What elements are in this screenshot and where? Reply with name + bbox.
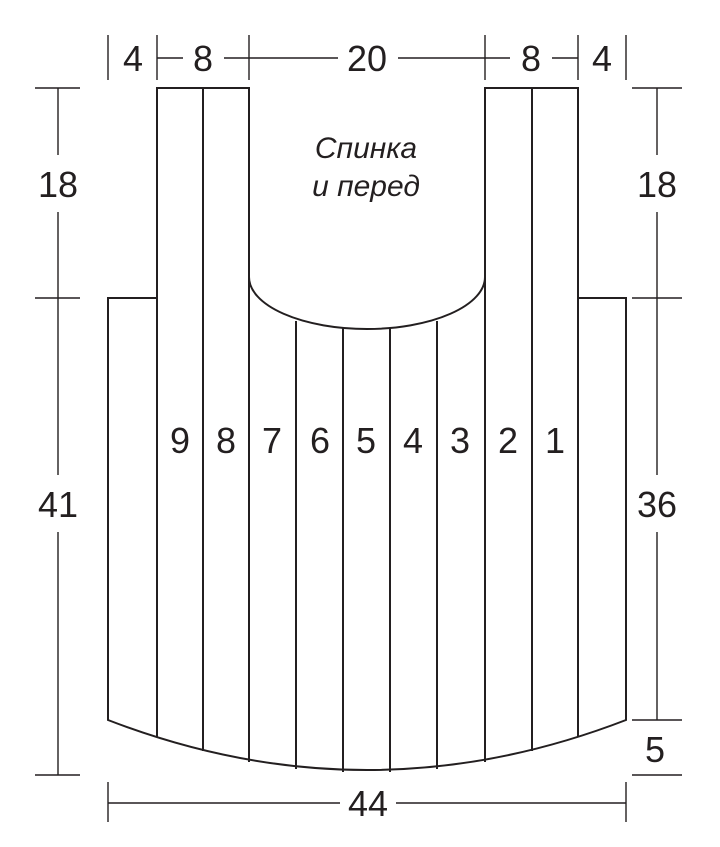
left-dimension: 18 41 bbox=[35, 87, 80, 776]
strip-number: 9 bbox=[170, 420, 190, 461]
strip-numbers: 9 8 7 6 5 4 3 2 1 bbox=[170, 420, 565, 461]
strip-number: 6 bbox=[310, 420, 330, 461]
dim-top-1: 4 bbox=[123, 38, 143, 79]
dim-top-2: 8 bbox=[193, 38, 213, 79]
strip-number: 4 bbox=[403, 420, 423, 461]
dim-left-upper: 18 bbox=[38, 164, 78, 205]
dim-bottom: 44 bbox=[348, 783, 388, 824]
strip-number: 5 bbox=[356, 420, 376, 461]
dim-left-lower: 41 bbox=[38, 484, 78, 525]
top-dimension: 4 8 20 8 4 bbox=[107, 35, 627, 80]
dim-top-5: 4 bbox=[592, 38, 612, 79]
strip-lines bbox=[156, 88, 579, 772]
garment-outline bbox=[107, 87, 627, 772]
strip-number: 1 bbox=[545, 420, 565, 461]
dim-top-3: 20 bbox=[347, 38, 387, 79]
title-line-1: Спинка bbox=[315, 132, 417, 165]
strip-number: 3 bbox=[450, 420, 470, 461]
silhouette bbox=[107, 87, 627, 771]
dim-top-4: 8 bbox=[521, 38, 541, 79]
title-line-2: и перед bbox=[312, 170, 420, 203]
right-dimension: 18 36 5 bbox=[632, 87, 682, 776]
dim-right-upper: 18 bbox=[637, 164, 677, 205]
dim-right-bottom: 5 bbox=[645, 729, 665, 770]
bottom-dimension: 44 bbox=[107, 782, 627, 824]
strip-number: 8 bbox=[216, 420, 236, 461]
strip-number: 2 bbox=[498, 420, 518, 461]
dim-right-middle: 36 bbox=[637, 484, 677, 525]
strip-number: 7 bbox=[262, 420, 282, 461]
